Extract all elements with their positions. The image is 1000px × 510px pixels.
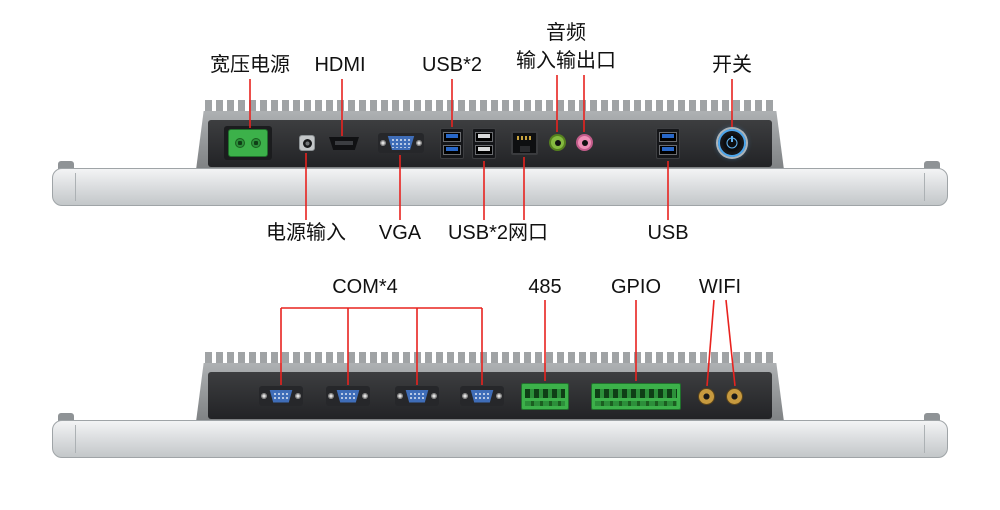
display-panel-edge — [52, 168, 948, 206]
label-power-switch: 开关 — [712, 54, 752, 76]
dsub-connector-icon — [470, 389, 494, 403]
usb-slot-icon — [659, 132, 677, 142]
label-audio-line2: 输入输出口 — [516, 50, 616, 72]
vga-port — [378, 133, 424, 153]
label-usb: USB — [647, 222, 689, 244]
com-serial-port-4 — [460, 386, 504, 406]
terminal-pin-icon — [235, 138, 245, 148]
screw-icon — [416, 140, 422, 146]
screw-icon — [261, 393, 267, 399]
wide-voltage-power-terminal — [228, 129, 268, 157]
mount-tab-left — [58, 161, 74, 170]
com-serial-port-3 — [395, 386, 439, 406]
label-com4: COM*4 — [332, 276, 398, 298]
dsub-connector-icon — [269, 389, 293, 403]
view-bottom-io: COM*4 485 GPIO WIFI — [0, 252, 1000, 510]
hdmi-port — [329, 137, 359, 150]
screw-icon — [362, 393, 368, 399]
view-rear-io: 宽压电源 HDMI USB*2 音频 输入输出口 开关 — [0, 0, 1000, 252]
label-vga: VGA — [378, 222, 422, 244]
screw-icon — [295, 393, 301, 399]
com-serial-port-2 — [326, 386, 370, 406]
label-audio-line1: 音频 — [546, 22, 586, 44]
label-usb2-bottom: USB*2 — [447, 222, 509, 244]
display-panel-edge — [52, 420, 948, 458]
label-power-input: 电源输入 — [266, 222, 346, 244]
gpio-terminal-block — [591, 383, 681, 410]
wifi-antenna-connector-2 — [726, 388, 743, 405]
label-wifi: WIFI — [698, 276, 742, 298]
dc-power-input-jack — [299, 135, 315, 151]
mount-tab-right — [924, 161, 940, 170]
wifi-antenna-connector-1 — [698, 388, 715, 405]
label-485: 485 — [528, 276, 562, 298]
label-wide-voltage-power: 宽压电源 — [210, 54, 290, 76]
mount-tab-right — [924, 413, 940, 422]
screw-icon — [328, 393, 334, 399]
audio-out-jack — [549, 134, 566, 151]
dsub-connector-icon — [387, 136, 415, 150]
label-hdmi: HDMI — [314, 54, 366, 76]
usb-slot-icon — [443, 145, 461, 155]
com-serial-port-1 — [259, 386, 303, 406]
screw-icon — [397, 393, 403, 399]
screw-icon — [431, 393, 437, 399]
label-lan: 网口 — [508, 222, 548, 244]
usb-slot-icon — [659, 145, 677, 155]
dsub-connector-icon — [405, 389, 429, 403]
mount-tab-left — [58, 413, 74, 422]
chassis-fins — [205, 100, 775, 113]
screw-icon — [380, 140, 386, 146]
screw-icon — [496, 393, 502, 399]
usb-dual-port-blue — [440, 128, 464, 159]
audio-in-jack — [576, 134, 593, 151]
label-gpio: GPIO — [610, 276, 662, 298]
usb-slot-icon — [475, 145, 493, 155]
usb-slot-icon — [475, 132, 493, 142]
dsub-connector-icon — [336, 389, 360, 403]
usb-dual-port — [656, 128, 680, 159]
power-switch-button — [718, 129, 746, 157]
usb-dual-port-gray — [472, 128, 496, 159]
screw-icon — [462, 393, 468, 399]
usb-slot-icon — [443, 132, 461, 142]
label-usb2-top: USB*2 — [421, 54, 483, 76]
terminal-pin-icon — [251, 138, 261, 148]
rs485-terminal-block — [521, 383, 569, 410]
ethernet-rj45-port — [511, 131, 538, 155]
